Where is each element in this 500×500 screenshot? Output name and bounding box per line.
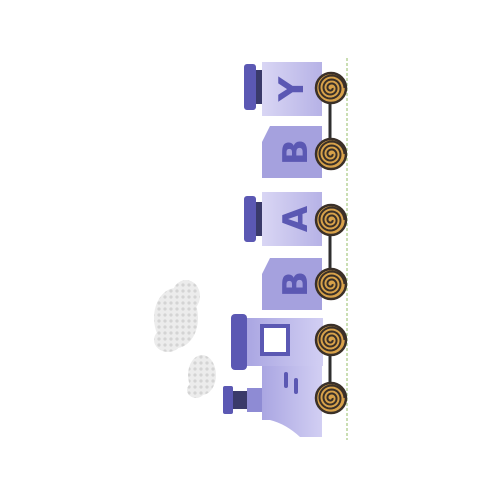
locomotive bbox=[223, 314, 323, 437]
spiral-wheel-icon bbox=[314, 267, 348, 301]
spiral-wheel-icon bbox=[314, 71, 348, 105]
locomotive-boiler bbox=[262, 366, 322, 437]
spiral-wheel-icon bbox=[314, 323, 348, 357]
locomotive-chimney bbox=[233, 391, 247, 409]
spiral-wheel-icon bbox=[314, 137, 348, 171]
spiral-wheel-icon bbox=[314, 381, 348, 415]
car-a-body bbox=[262, 192, 322, 246]
car-b-bottom-letter: B bbox=[276, 271, 316, 297]
locomotive-window bbox=[260, 324, 290, 356]
train-car-a: A bbox=[244, 192, 322, 246]
car-b-top-body bbox=[262, 126, 322, 178]
train-car-b-top: B bbox=[262, 126, 322, 178]
car-b-top-letter: B bbox=[276, 139, 316, 165]
train-car-b-bottom: B bbox=[262, 258, 322, 310]
locomotive-roof bbox=[231, 314, 247, 370]
spiral-wheel-icon bbox=[314, 203, 348, 237]
car-y-body bbox=[262, 62, 322, 116]
car-y-cap bbox=[244, 64, 256, 110]
wheels-group bbox=[314, 71, 348, 415]
car-a-connector bbox=[256, 202, 262, 236]
car-y-letter: Y bbox=[272, 76, 312, 102]
car-y-connector bbox=[256, 70, 262, 104]
car-a-letter: A bbox=[276, 205, 316, 232]
car-a-cap bbox=[244, 196, 256, 242]
smoke-puff-small bbox=[187, 355, 216, 398]
locomotive-chimney-cap bbox=[223, 386, 233, 414]
locomotive-chimney-base bbox=[247, 388, 262, 412]
train-car-y: Y bbox=[244, 62, 322, 116]
smoke-puff-large bbox=[154, 280, 200, 352]
locomotive-stripe-2 bbox=[294, 378, 298, 394]
car-b-bottom-body bbox=[262, 258, 322, 310]
locomotive-stripe-1 bbox=[284, 372, 288, 388]
